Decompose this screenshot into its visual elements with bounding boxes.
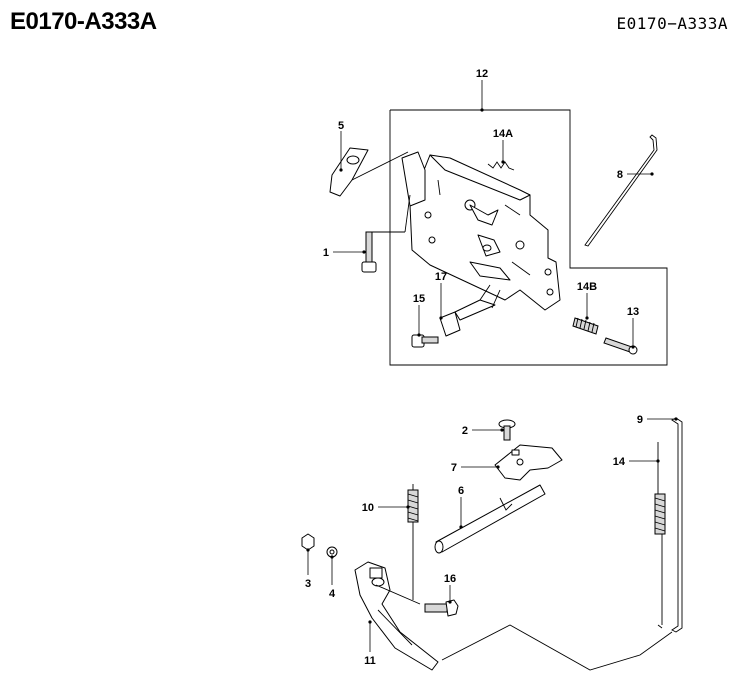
part-15-bolt — [411, 334, 439, 348]
callout-16: 16 — [444, 573, 456, 585]
callout-13: 13 — [627, 306, 639, 318]
callout-14B: 14B — [577, 281, 597, 293]
callout-17: 17 — [435, 271, 447, 283]
callout-3: 3 — [305, 578, 311, 590]
part-10-spring — [407, 484, 419, 600]
leader-lines — [307, 80, 676, 652]
callout-2: 2 — [462, 425, 468, 437]
part-2-screw — [498, 419, 516, 441]
part-1-bolt — [361, 194, 411, 273]
part-5-bracket — [329, 147, 409, 197]
callout-14: 14 — [613, 456, 626, 468]
callout-12: 12 — [476, 68, 488, 80]
part-7-plate — [494, 444, 563, 481]
callout-11: 11 — [364, 655, 376, 667]
callout-7: 7 — [451, 462, 457, 474]
callout-9: 9 — [637, 414, 643, 426]
lower-link-lines — [441, 624, 673, 671]
group-12-outline — [389, 109, 668, 366]
part-12-governor-plate — [401, 151, 561, 311]
diagram-code: E0170−A333A — [616, 14, 728, 33]
part-9-rod — [671, 417, 683, 633]
part-13-screw — [603, 337, 638, 355]
part-6-shaft — [434, 484, 546, 554]
callout-15: 15 — [413, 293, 425, 305]
diagram-title: E0170-A333A — [10, 8, 157, 35]
part-11-lever — [354, 561, 439, 671]
callout-5: 5 — [338, 120, 344, 132]
part-16-bolt — [424, 599, 459, 617]
part-14A-spring — [487, 161, 515, 171]
part-3-nut — [301, 533, 315, 551]
leader-dots — [306, 108, 678, 624]
part-8-rod — [584, 134, 658, 247]
callout-labels: 12 5 14A 8 1 17 15 14B 13 9 2 7 14 6 10 … — [305, 68, 643, 667]
callout-1: 1 — [323, 247, 329, 259]
callout-4: 4 — [329, 588, 336, 600]
callout-10: 10 — [362, 502, 374, 514]
part-14-spring — [654, 442, 666, 629]
part-17-clip — [439, 284, 501, 337]
callout-8: 8 — [617, 169, 623, 181]
part-14B-spring — [572, 317, 599, 335]
callout-14A: 14A — [493, 128, 513, 140]
callout-6: 6 — [458, 485, 464, 497]
